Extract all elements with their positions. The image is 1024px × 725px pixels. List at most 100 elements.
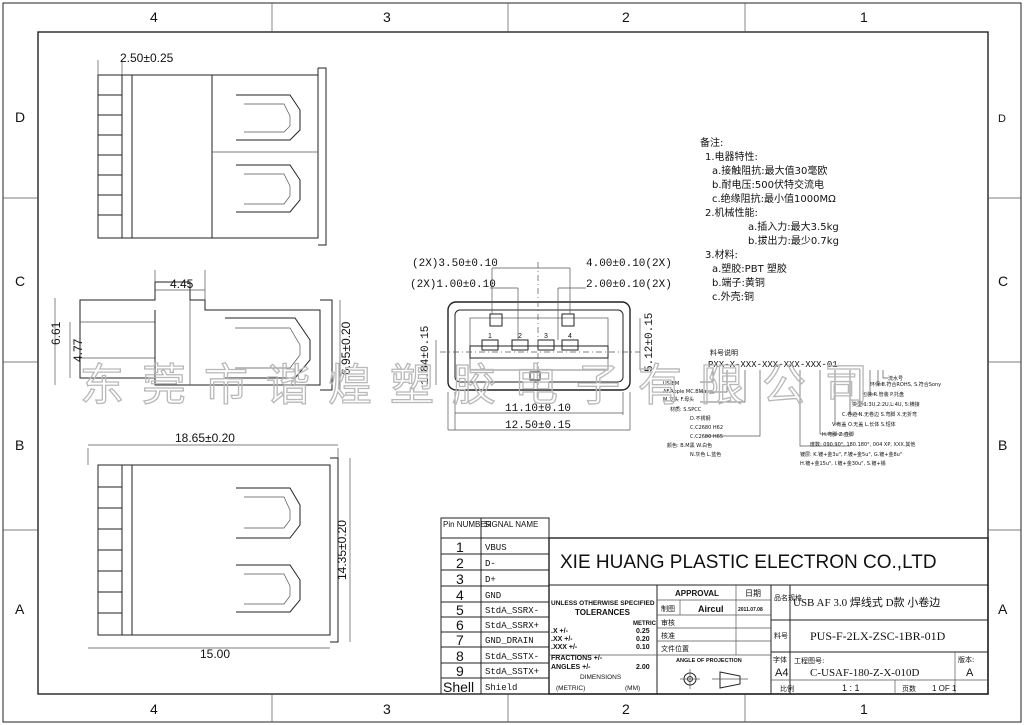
review-label: 审核 — [661, 618, 675, 627]
tol-dimensions: DIMENSIONS — [580, 674, 622, 681]
pc-right-0: 流水号 — [888, 375, 903, 382]
dim-front-h1: 1.84±0.15 — [420, 326, 432, 385]
date-label: 日期 — [745, 589, 761, 598]
dim-front-w1: (2X)3.50±0.10 — [412, 258, 498, 270]
watermark-text: 东莞市谐煌塑胶电子有限公司 — [80, 360, 886, 411]
tol-row-0-label: .X +/- — [551, 628, 569, 635]
zone-labels: 4 3 2 1 4 3 2 1 D C B A D C B A — [15, 9, 1008, 717]
note-line-3: c.绝缘阻抗:最小值1000MΩ — [712, 192, 836, 205]
tol-header: UNLESS OTHERWISE SPECIFIED — [551, 600, 655, 607]
zone-top-1: 4 — [150, 9, 158, 25]
dim-side-h1: 6.61 — [49, 321, 63, 345]
signal-header-name: SIGNAL NAME — [484, 520, 538, 529]
approval-label: APPROVAL — [675, 589, 719, 598]
note-line-7: 3.材料: — [705, 248, 738, 261]
note-line-6: b.拔出力:最少0.7kg — [748, 234, 839, 247]
tol-row-1-label: .XX +/- — [551, 636, 573, 643]
tol-row-2-label: .XXX +/- — [551, 644, 578, 651]
pn-label: 料号 — [774, 631, 788, 640]
drawn-by: Aircul — [698, 604, 724, 614]
signal-pin-7: 7 — [456, 632, 464, 648]
pc-right-3: 类型:1:3U,2:2U,L:4U, 5:横接 — [852, 401, 920, 408]
product-label: 品名规格 — [774, 593, 802, 602]
tol-mm-paren: (MM) — [625, 685, 640, 692]
tol-metric-paren: (METRIC) — [556, 685, 585, 692]
projection-symbol — [680, 669, 748, 689]
zone-bottom-1: 4 — [150, 701, 158, 717]
zone-right-4: A — [998, 601, 1008, 617]
zone-top-4: 1 — [860, 9, 868, 25]
pc-left-5: C.C2680 H62 — [690, 425, 723, 431]
tol-row-4-val: 2.00 — [636, 664, 650, 671]
signal-pin-shell: Shell — [443, 679, 474, 695]
note-line-8: a.塑胶:PBT 塑胶 — [712, 262, 787, 275]
dim-side-step: 4.45 — [170, 277, 194, 291]
note-line-1: a.接触阻抗:最大值30毫欧 — [712, 164, 827, 177]
pin-label-3: 3 — [544, 333, 548, 340]
pc-left-1: AF.Apple MC.BMm — [663, 389, 708, 395]
zone-right-3: B — [998, 437, 1007, 453]
pc-right-1: 环保:E.符合ROHS, S.符合Sony — [870, 381, 941, 388]
angle-projection-label: ANGLE OF PROJECTION — [676, 658, 742, 664]
signal-pin-8: 8 — [456, 648, 464, 664]
signal-pin-5: 5 — [456, 602, 464, 618]
zone-bottom-4: 1 — [860, 701, 868, 717]
tol-row-3-label: FRACTIONS +/- — [551, 655, 603, 662]
part-code-diagram: 料号说明 PXX-X-XXX-XXX-XXX-XXX-01 US.BM AF.A… — [663, 348, 941, 467]
note-line-2: b.耐电压:500伏特交流电 — [712, 178, 824, 191]
title-block: XIE HUANG PLASTIC ELECTRON CO.,LTD UNLES… — [548, 537, 989, 695]
dim-front-h2: 5.12±0.15 — [644, 313, 656, 372]
pin-label-2: 2 — [518, 333, 522, 340]
signal-pin-3: 3 — [456, 571, 464, 587]
dim-side-h2: 4.77 — [71, 338, 85, 362]
signal-name-9: StdA_SSTX+ — [485, 667, 539, 677]
paper-size: A4 — [775, 667, 788, 679]
dim-front-w5: 11.10±0.10 — [505, 403, 571, 415]
notes-block: 备注: 1.电器特性: a.接触阻抗:最大值30毫欧 b.耐电压:500伏特交流… — [700, 136, 839, 303]
signal-name-6: StdA_SSRX+ — [485, 621, 539, 631]
front-view: 1 2 3 4 (2X)3.50±0.10 (2X)1.00±0.10 4.00… — [410, 258, 672, 432]
side-view: 4.45 6.61 4.77 6.95±0.20 — [49, 270, 353, 391]
zone-left-3: B — [15, 437, 24, 453]
rev-label: 版本: — [958, 655, 974, 664]
tol-row-1-val: 0.20 — [636, 636, 650, 643]
zone-bottom-2: 3 — [383, 701, 391, 717]
pc-right-7: 度数: 090.90°, 180.180°, 004 XP, XXX.其他 — [810, 441, 915, 448]
dim-bottom-h1: 14.35±0.20 — [335, 520, 349, 580]
zone-left-4: A — [15, 601, 25, 617]
dim-bottom-w1: 18.65±0.20 — [175, 431, 235, 445]
signal-name-8: StdA_SSTX- — [485, 652, 539, 662]
approve-label: 核准 — [661, 631, 675, 640]
drawing-no-label: 工程图号: — [794, 656, 824, 665]
pc-right-6: H.弯脚 Z.直脚 — [822, 431, 854, 438]
bottom-view: 18.65±0.20 14.35±0.20 15.00 — [87, 431, 351, 661]
tol-metric: METRIC — [633, 621, 657, 627]
sheet-label: 页数 — [902, 684, 916, 693]
signal-name-3: D+ — [485, 575, 496, 585]
pc-right-8: 镀层: K.镀+金3u", F.镀+金5u", G.镀+金8u" — [800, 451, 902, 458]
signal-name-7: GND_DRAIN — [485, 636, 534, 646]
sheet-value: 1 OF 1 — [932, 684, 957, 693]
tol-title: TOLERANCES — [575, 608, 631, 617]
pc-right-9: H.镀+金15u", I.镀+金30u", S.镀+锡 — [800, 460, 886, 467]
zone-right-1: D — [998, 113, 1006, 125]
note-line-4: 2.机械性能: — [705, 206, 758, 219]
notes-title: 备注: — [700, 136, 723, 149]
pc-right-5: V.有盖 O.无盖 L.长体 S.短体 — [832, 421, 896, 428]
zone-top-3: 2 — [622, 9, 630, 25]
company-name: XIE HUANG PLASTIC ELECTRON CO.,LTD — [560, 552, 937, 573]
signal-name-shield: Shield — [485, 683, 517, 693]
part-code-header: 料号说明 — [710, 348, 738, 357]
pc-left-6: C.C2680 H65 — [690, 434, 723, 440]
scale-label: 比例 — [780, 684, 794, 693]
dim-side-h3: 6.95±0.20 — [339, 321, 353, 375]
dim-front-w4: 2.00±0.10(2X) — [586, 279, 672, 291]
signal-pin-6: 6 — [456, 617, 464, 633]
note-line-9: b.端子:黄铜 — [712, 276, 765, 289]
pc-right-2: 包装:R.管装 P.托盘 — [862, 391, 904, 398]
signal-header-pin: Pin NUMBER — [443, 520, 492, 529]
signal-pin-4: 4 — [456, 587, 464, 603]
pin-label-1: 1 — [488, 333, 492, 340]
